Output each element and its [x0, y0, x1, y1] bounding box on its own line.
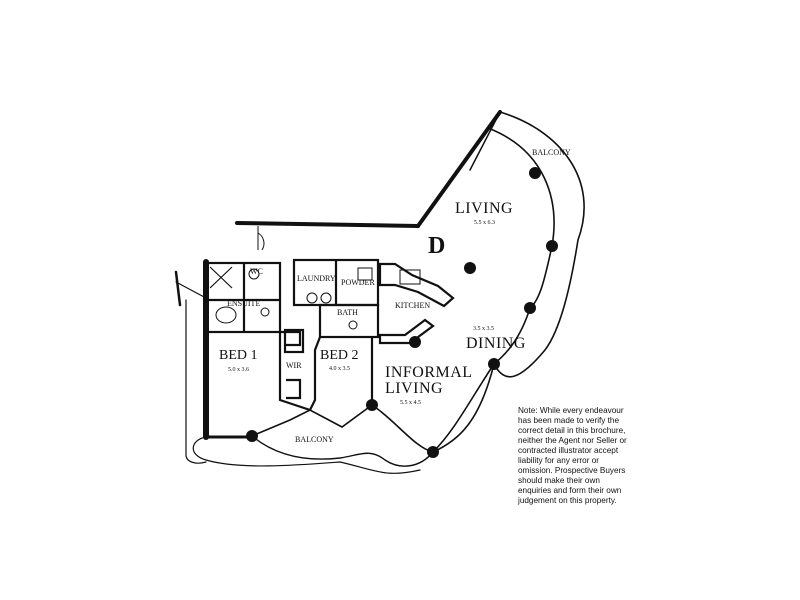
bed1-dim: 5.0 x 3.6 [228, 367, 249, 373]
balcony-top-label: BALCONY [532, 148, 571, 157]
bed1-label: BED 1 [219, 348, 258, 363]
fixtures [209, 266, 421, 330]
toilet-fixture [248, 268, 260, 280]
bath-fixture [215, 306, 237, 324]
laundry-label: LAUNDRY [297, 274, 336, 283]
columns [246, 167, 558, 458]
bed2-label: BED 2 [320, 348, 359, 363]
living-dim: 5.5 x 6.3 [474, 220, 495, 226]
dining-label: DINING [466, 335, 526, 352]
ensuite-label: ENSUITE [227, 299, 260, 308]
interior-walls [204, 226, 455, 412]
informal-living-label-1: INFORMAL [385, 364, 473, 381]
informal-living-dim: 5.5 x 4.5 [400, 400, 421, 406]
wc-label: WC [250, 267, 263, 276]
disclaimer-note: Note: While every endeavour has been mad… [518, 406, 627, 505]
informal-living-label-2: LIVING [385, 380, 443, 397]
powder-label: POWDER [341, 278, 375, 287]
unit-letter: D [428, 233, 445, 259]
balcony-bottom-label: BALCONY [295, 435, 334, 444]
kitchen-label: KITCHEN [395, 301, 430, 310]
bath-label: BATH [337, 308, 358, 317]
living-label: LIVING [455, 200, 513, 217]
dining-dim: 3.5 x 3.5 [473, 326, 494, 332]
wir-label: WIR [286, 361, 302, 370]
bed2-dim: 4.0 x 3.5 [329, 366, 350, 372]
